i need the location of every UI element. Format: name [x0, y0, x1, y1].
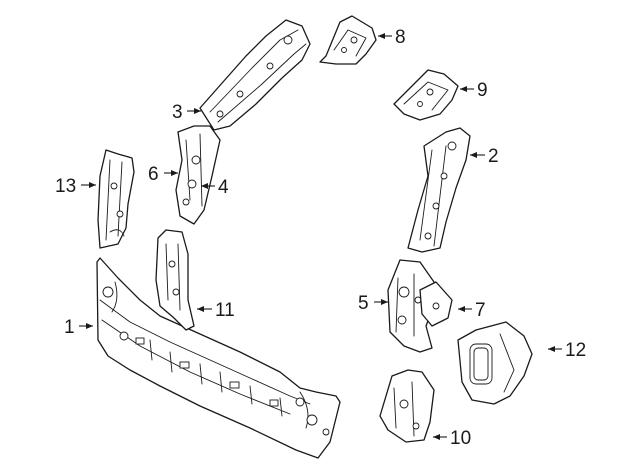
callout-labels: 1 2 3 4 5 6 7 8 9 10 11 12 13: [55, 27, 586, 449]
part-5-lower-pillar: [387, 259, 437, 353]
part-9-bracket: [393, 69, 459, 121]
leader-lines: [79, 33, 562, 440]
callout-3: 3: [172, 102, 183, 123]
part-2-pillar: [407, 127, 471, 253]
part-12-bracket: [457, 321, 533, 405]
callout-2: 2: [488, 146, 499, 167]
callout-10: 10: [450, 428, 471, 449]
callout-9: 9: [477, 80, 488, 101]
callout-6: 6: [148, 164, 159, 185]
callout-11: 11: [215, 300, 235, 321]
callout-8: 8: [395, 27, 406, 48]
callout-1: 1: [64, 317, 75, 338]
callout-12: 12: [565, 340, 586, 361]
part-6-reinforcement: [175, 125, 221, 225]
part-3-roof-rail: [199, 19, 311, 131]
part-13-pillar: [97, 149, 135, 249]
callout-13: 13: [55, 176, 76, 197]
part-11-inner-pillar: [155, 229, 195, 331]
part-7-bracket: [419, 281, 453, 327]
part-10-bracket: [379, 369, 435, 443]
callout-5: 5: [358, 293, 369, 314]
part-8-bracket: [319, 15, 377, 65]
callout-7: 7: [475, 300, 486, 321]
callout-4: 4: [218, 177, 229, 198]
part-1-rear-panel: [96, 257, 341, 459]
